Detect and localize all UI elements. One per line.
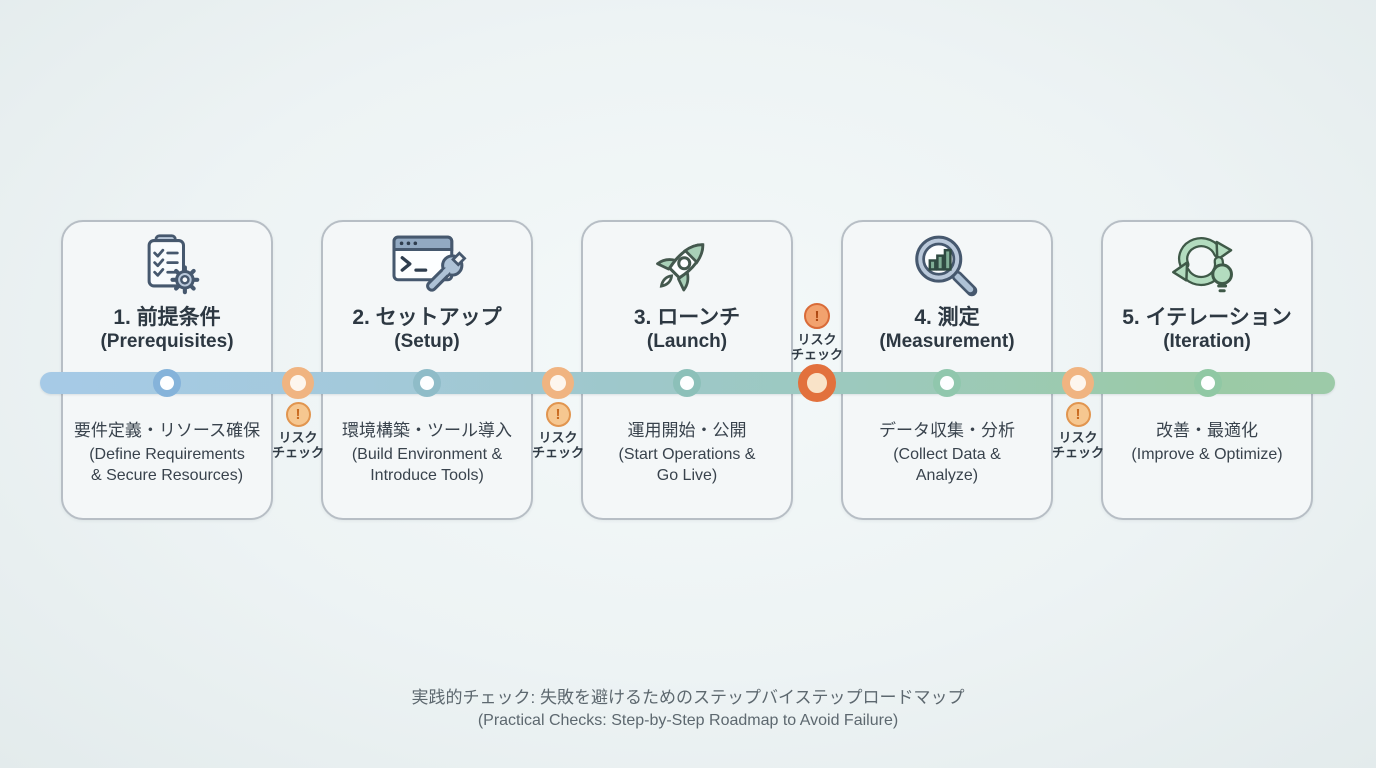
risk-check-ring-3-emphasized	[798, 364, 836, 402]
step-desc-jp: 運用開始・公開	[627, 421, 747, 440]
exclamation-badge-icon: !	[804, 303, 830, 329]
step-description: 環境構築・ツール導入 (Build Environment & Introduc…	[328, 416, 526, 486]
step-desc-en: (Collect Data & Analyze)	[893, 446, 1001, 485]
exclamation-badge-icon: !	[285, 402, 311, 427]
exclamation-badge-icon: !	[545, 402, 571, 427]
step-desc-en: (Start Operations & Go Live)	[618, 446, 756, 485]
risk-check-marker-4: ! リスク チェック	[1033, 402, 1123, 461]
step-desc-jp: データ収集・分析	[879, 421, 1015, 440]
diagram-caption: 実践的チェック: 失敗を避けるためのステップバイステップロードマップ (Prac…	[0, 683, 1376, 730]
step-desc-en: (Define Requirements & Secure Resources)	[89, 446, 245, 485]
step-title-jp: 3. ローンチ	[633, 306, 741, 329]
risk-check-label: リスク チェック	[790, 332, 843, 363]
step-title-jp: 1. 前提条件	[113, 306, 221, 329]
step-desc-en: (Improve & Optimize)	[1131, 446, 1283, 463]
terminal-window-wrench-icon	[323, 230, 531, 302]
step-title-jp: 2. セットアップ	[352, 306, 502, 329]
clipboard-checklist-gear-icon	[63, 230, 271, 302]
step-title: 3. ローンチ (Launch)	[587, 306, 787, 353]
step-card-launch: 3. ローンチ (Launch) 運用開始・公開 (Start Operatio…	[581, 220, 793, 520]
risk-check-ring-2	[542, 367, 574, 399]
step-title-jp: 5. イテレーション	[1122, 306, 1292, 329]
step-description: データ収集・分析 (Collect Data & Analyze)	[848, 416, 1046, 486]
risk-check-label: リスク チェック	[271, 430, 324, 461]
step-title-jp: 4. 測定	[914, 306, 980, 329]
step-card-prerequisites: 1. 前提条件 (Prerequisites) 要件定義・リソース確保 (Def…	[61, 220, 273, 520]
risk-check-label: リスク チェック	[1051, 430, 1104, 461]
risk-check-ring-4	[1062, 367, 1094, 399]
timeline-node-4	[933, 369, 961, 397]
step-title-en: (Launch)	[646, 330, 728, 352]
step-title-en: (Prerequisites)	[100, 330, 234, 352]
magnifier-bar-chart-icon	[843, 230, 1051, 302]
step-desc-en: (Build Environment & Introduce Tools)	[351, 446, 503, 485]
timeline-node-1	[153, 369, 181, 397]
rocket-icon	[583, 230, 791, 302]
step-title: 5. イテレーション (Iteration)	[1107, 306, 1307, 353]
timeline-node-5	[1194, 369, 1222, 397]
step-card-iteration: 5. イテレーション (Iteration) 改善・最適化 (Improve &…	[1101, 220, 1313, 520]
risk-check-marker-3-emphasized: ! リスク チェック	[772, 303, 862, 363]
caption-en: (Practical Checks: Step-by-Step Roadmap …	[477, 712, 899, 729]
step-desc-jp: 改善・最適化	[1156, 421, 1258, 440]
step-description: 運用開始・公開 (Start Operations & Go Live)	[588, 416, 786, 486]
risk-check-ring-1	[282, 367, 314, 399]
step-desc-jp: 環境構築・ツール導入	[342, 421, 512, 440]
risk-check-marker-2: ! リスク チェック	[513, 402, 603, 461]
step-description: 改善・最適化 (Improve & Optimize)	[1108, 416, 1306, 465]
step-title: 2. セットアップ (Setup)	[327, 306, 527, 353]
step-description: 要件定義・リソース確保 (Define Requirements & Secur…	[68, 416, 266, 486]
step-title: 1. 前提条件 (Prerequisites)	[67, 306, 267, 353]
timeline-node-3	[673, 369, 701, 397]
step-desc-jp: 要件定義・リソース確保	[73, 421, 261, 440]
risk-check-label: リスク チェック	[531, 430, 584, 461]
risk-check-marker-1: ! リスク チェック	[253, 402, 343, 461]
step-title-en: (Measurement)	[879, 330, 1015, 352]
exclamation-badge-icon: !	[1065, 402, 1091, 427]
timeline-node-2	[413, 369, 441, 397]
step-title-en: (Iteration)	[1163, 330, 1251, 352]
cycle-arrows-lightbulb-icon	[1103, 230, 1311, 302]
caption-jp: 実践的チェック: 失敗を避けるためのステップバイステップロードマップ	[411, 688, 965, 707]
step-title: 4. 測定 (Measurement)	[847, 306, 1047, 353]
step-title-en: (Setup)	[394, 330, 460, 352]
step-card-measurement: 4. 測定 (Measurement) データ収集・分析 (Collect Da…	[841, 220, 1053, 520]
